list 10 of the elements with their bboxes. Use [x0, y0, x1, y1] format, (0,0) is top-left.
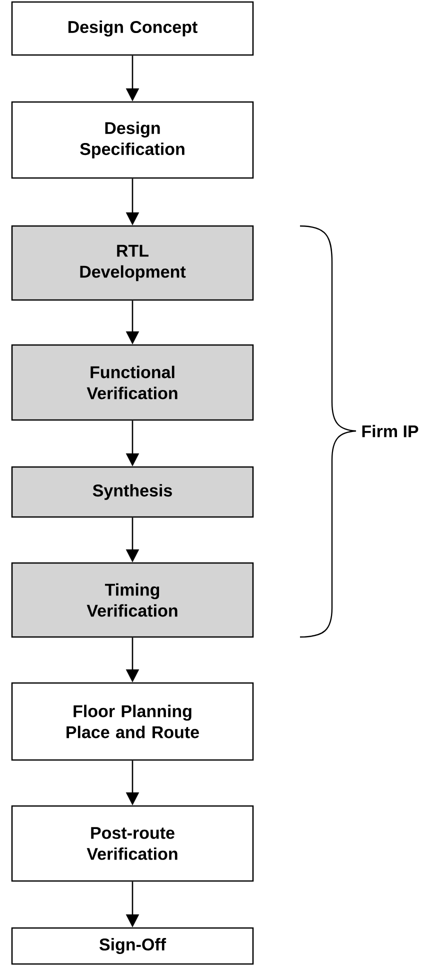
process-box: Post-route Verification [11, 805, 254, 882]
process-box: RTL Development [11, 225, 254, 301]
bracket-label: Firm IP [362, 424, 418, 438]
process-box: Sign-Off [11, 927, 254, 965]
process-box: Design Specification [11, 101, 254, 179]
process-box: Design Concept [11, 1, 254, 56]
process-box: Floor Planning Place and Route [11, 682, 254, 761]
process-box: Synthesis [11, 466, 254, 518]
process-box: Timing Verification [11, 562, 254, 638]
process-box: Functional Verification [11, 344, 254, 421]
